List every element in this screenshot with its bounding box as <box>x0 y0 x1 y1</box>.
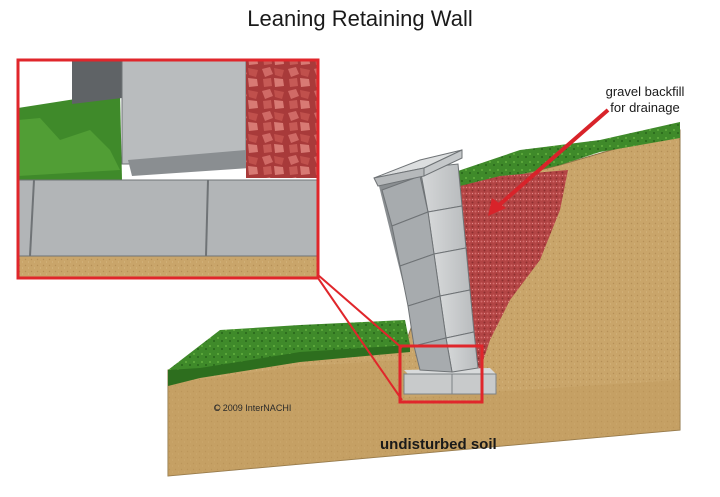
detail-connector-top <box>317 274 403 349</box>
grass-upper <box>455 122 680 190</box>
copyright-text: 2009 InterNACHI <box>222 403 292 413</box>
gravel-arrow <box>488 108 610 216</box>
gravel-backfill-label: gravel backfill for drainage <box>590 84 700 116</box>
detail-highlight-box <box>398 344 484 404</box>
grass-lower <box>168 320 410 385</box>
undisturbed-soil-label: undisturbed soil <box>380 436 497 453</box>
copyright-symbol: C <box>213 403 221 413</box>
detail-inset <box>16 58 320 280</box>
gravel-label-line2: for drainage <box>610 100 680 115</box>
footing-front <box>403 373 497 395</box>
gravel-label-line1: gravel backfill <box>605 84 685 99</box>
copyright-icon: ○ <box>214 400 222 414</box>
soil-front-face <box>168 360 680 476</box>
copyright-notice: ○ C 2009 InterNACHI <box>214 400 354 414</box>
diagram-title: Leaning Retaining Wall <box>247 6 473 31</box>
gravel-backfill <box>452 170 568 372</box>
wall-cap-side <box>423 149 463 177</box>
detail-connector-bottom <box>317 277 403 401</box>
grass-lower-edge <box>168 345 410 386</box>
